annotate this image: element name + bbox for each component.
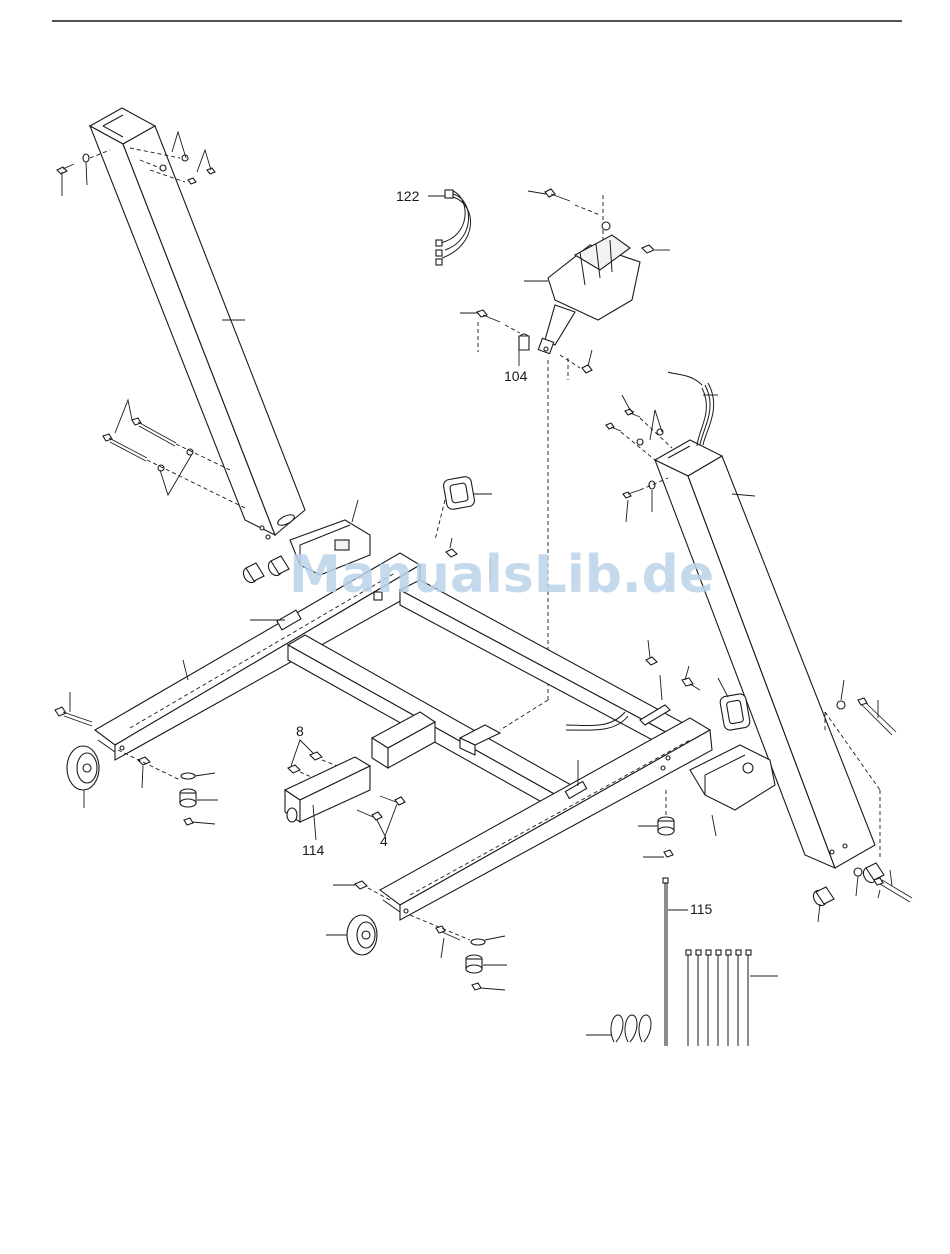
callout-4: 4: [380, 833, 388, 849]
left-upright: [90, 108, 305, 539]
right-upright: [655, 372, 875, 868]
left-wheel: [55, 692, 99, 808]
cable-ties-115: 115: [586, 878, 778, 1046]
callout-114: 114: [302, 842, 325, 858]
right-foot-parts: [638, 790, 674, 857]
frame-grommet-left: [435, 476, 492, 540]
callout-104: 104: [504, 368, 528, 384]
cable-tie-bundle: [686, 950, 778, 1046]
callout-8: 8: [296, 723, 304, 739]
wire-harness-122: 122: [396, 188, 471, 265]
watermark: ManualsLib.de: [289, 545, 714, 605]
callout-122: 122: [396, 188, 420, 204]
wire-clips: [586, 1015, 651, 1042]
left-foot-parts: [118, 750, 218, 825]
callout-115: 115: [690, 901, 713, 917]
